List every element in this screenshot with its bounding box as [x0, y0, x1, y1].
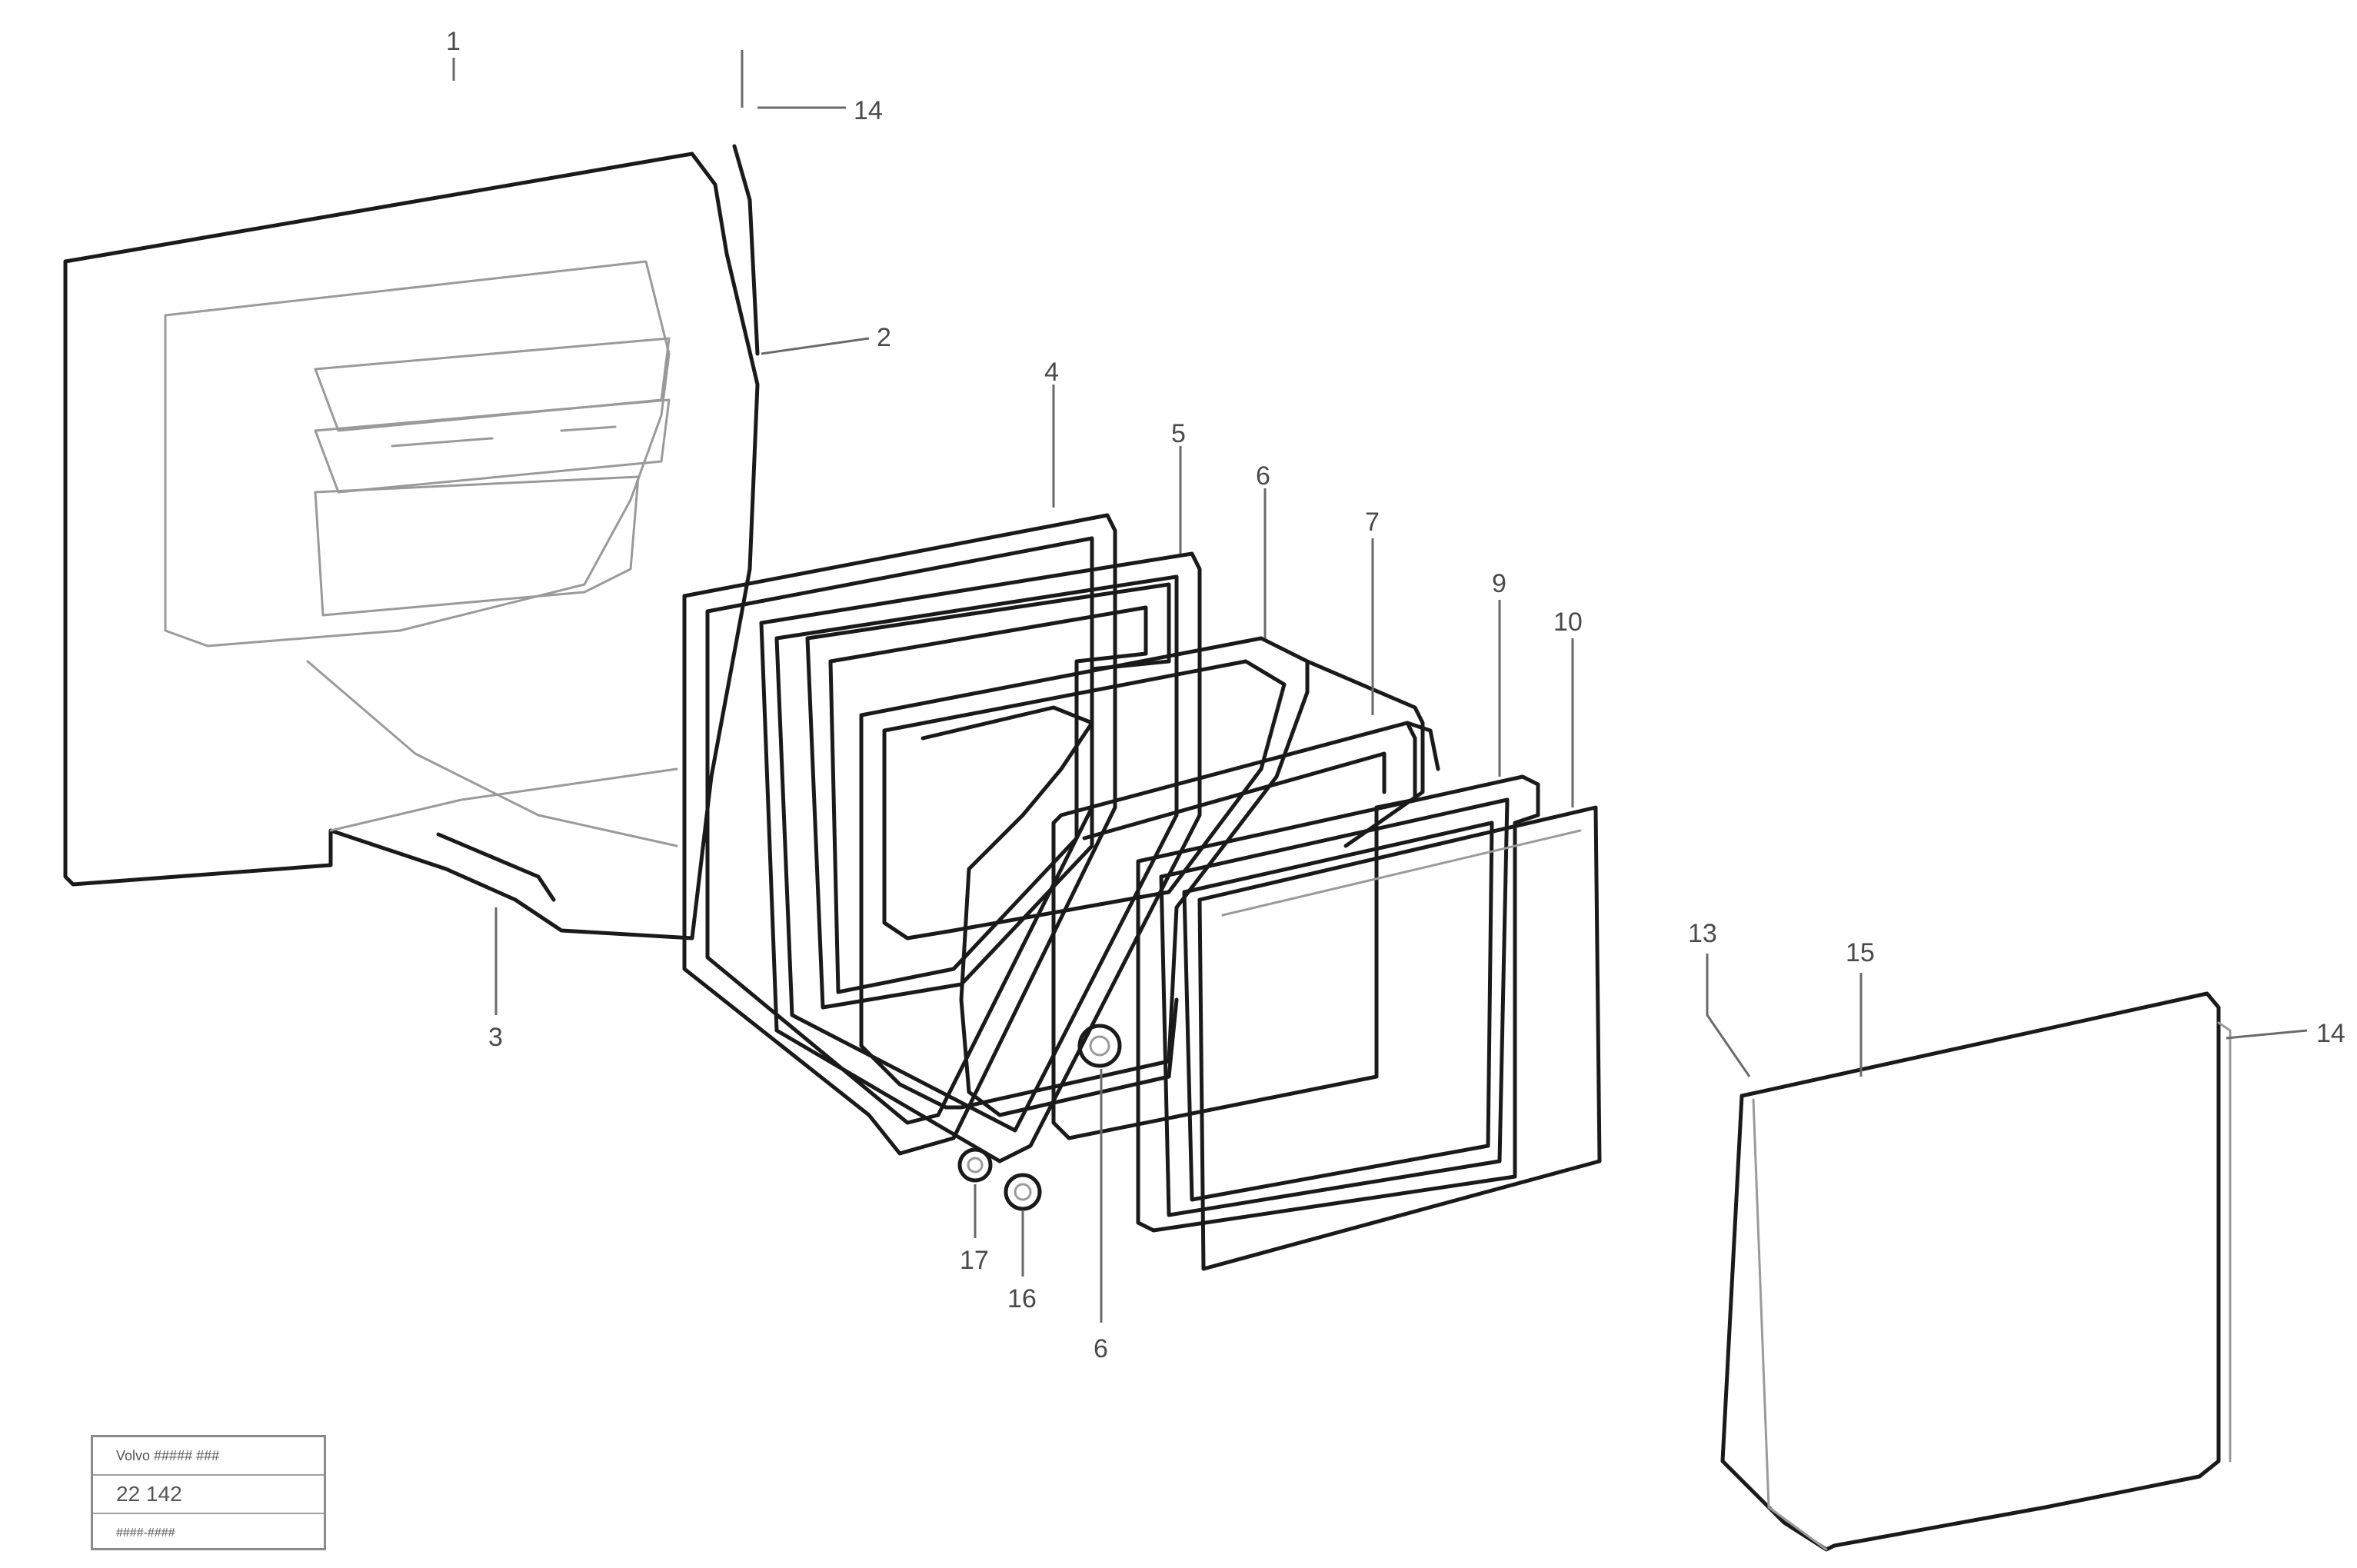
title-block-line-1: Volvo ##### ### — [93, 1437, 324, 1476]
callout-3: 3 — [488, 1023, 503, 1052]
callout-6-top: 6 — [1256, 461, 1270, 491]
callout-6-bottom: 6 — [1094, 1334, 1108, 1363]
leader-lines — [452, 50, 2308, 1323]
callout-4: 4 — [1044, 358, 1059, 387]
callout-7: 7 — [1365, 508, 1380, 537]
glass-panel — [920, 705, 1440, 1140]
title-block-line-3: ####-#### — [116, 1526, 175, 1540]
callout-1: 1 — [446, 27, 461, 56]
callout-14-right: 14 — [2316, 1019, 2345, 1048]
window-frame — [859, 636, 1425, 1110]
callout-13: 13 — [1688, 919, 1717, 948]
drawing-title-block: Volvo ##### ### 22 142 ####-#### — [91, 1435, 326, 1550]
callout-14-top: 14 — [854, 96, 883, 125]
bracket-rail — [436, 832, 556, 902]
callout-15: 15 — [1846, 938, 1875, 967]
title-block-drawing-number: 22 142 — [93, 1476, 324, 1514]
callout-9: 9 — [1492, 569, 1506, 598]
seal-ring — [1136, 774, 1540, 1233]
fastener-washers — [957, 1024, 1122, 1211]
callout-16: 16 — [1007, 1284, 1037, 1313]
cover-box — [1720, 991, 2232, 1552]
front-cover-plate — [1197, 805, 1602, 1271]
inner-gasket — [805, 582, 1171, 1010]
callout-10: 10 — [1553, 608, 1583, 637]
outer-frame — [682, 513, 1117, 1156]
gasket-strip — [732, 144, 760, 356]
callout-5: 5 — [1171, 419, 1186, 448]
housing-plate — [63, 151, 760, 940]
callout-2: 2 — [877, 323, 891, 352]
callout-17: 17 — [960, 1246, 989, 1275]
seal-frame — [759, 551, 1202, 1164]
